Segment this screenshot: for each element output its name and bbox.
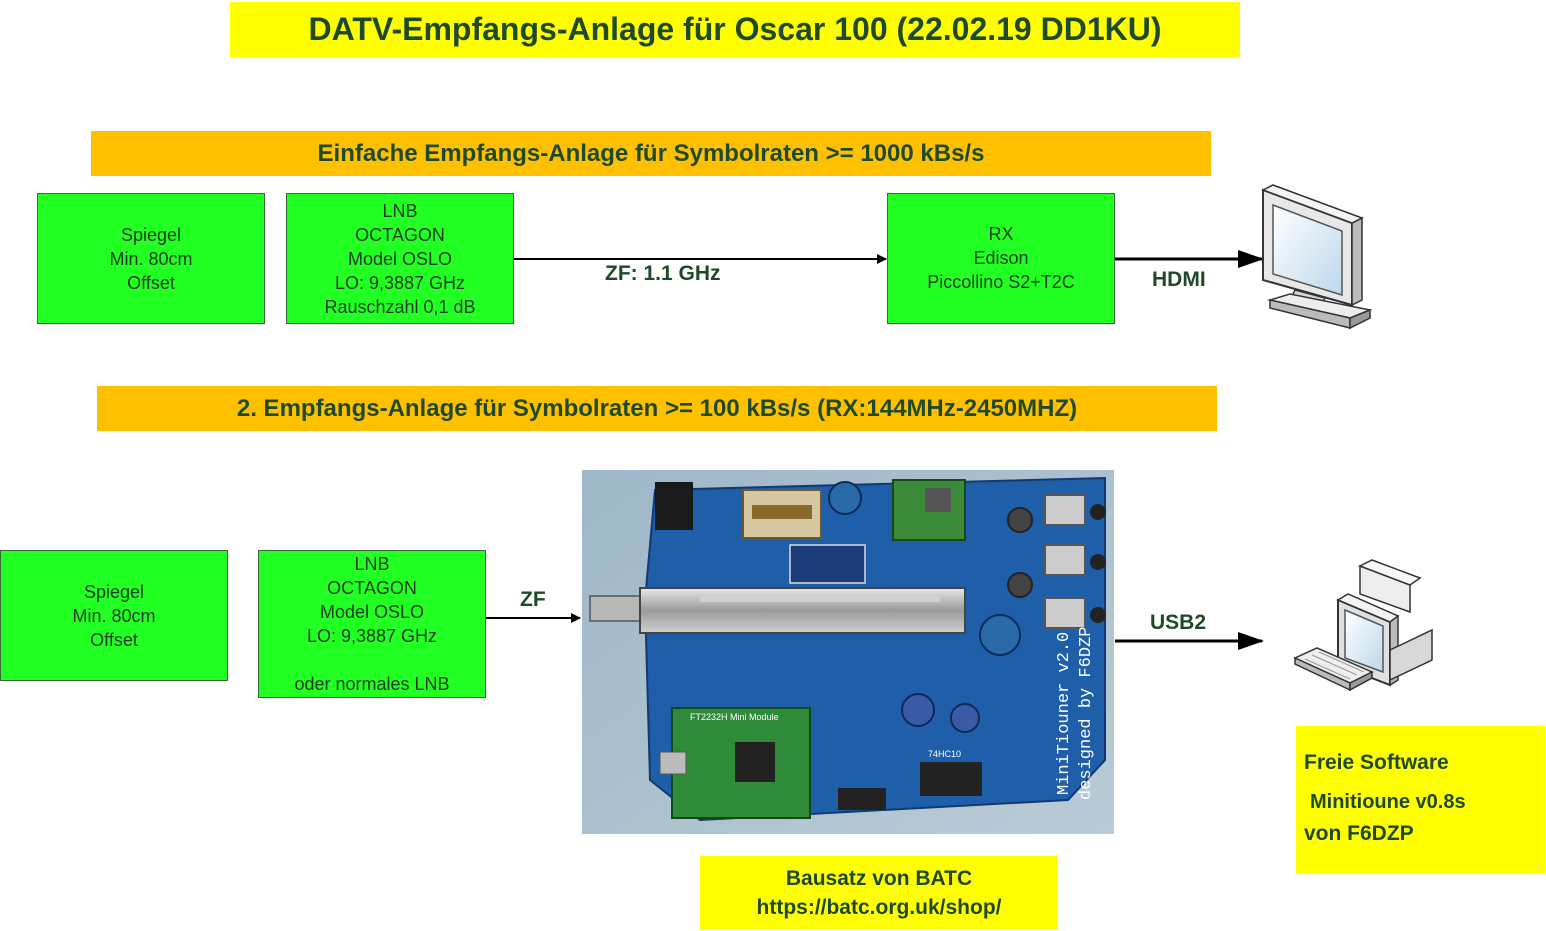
s2-mirror-line: Spiegel [83,581,145,602]
pc-icon [1293,559,1433,692]
software-line: Freie Software [1304,751,1449,774]
software-line: Minitioune v0.8s [1310,791,1466,813]
s1-rx-box: RX Edison Piccollino S2+T2C [887,193,1115,324]
section1-banner: Einfache Empfangs-Anlage für Symbolraten… [91,131,1211,176]
kit-line: Bausatz von BATC [785,867,973,890]
s2-lnb-line: Model OSLO [319,602,425,622]
board-module-label: FT2232H Mini Module [690,712,779,722]
board-silkscreen-designer: designed by F6DZP [1077,627,1096,800]
kit-info-box: Bausatz von BATC https://batc.org.uk/sho… [700,856,1058,930]
s1-lnb-line: LO: 9,3887 GHz [334,272,466,293]
s1-lnb-line: Model OSLO [347,248,453,269]
s2-lnb-line: LNB [354,554,390,574]
s2-usb-label: USB2 [1150,611,1207,634]
s1-mirror-box: Spiegel Min. 80cm Offset [37,193,265,324]
s2-lnb-line: oder normales LNB [294,674,450,694]
software-info-box: Freie Software Minitioune v0.8s von F6DZ… [1296,726,1545,874]
s1-rx-line: Edison [973,248,1029,268]
s1-mirror-line: Min. 80cm [109,248,193,269]
s2-mirror-line: Min. 80cm [72,605,156,626]
s1-hdmi-label: HDMI [1152,268,1206,291]
s1-rx-line: RX [988,224,1014,244]
s2-mirror-line: Offset [90,629,138,650]
s1-lnb-line: LNB [382,200,418,221]
s1-lnb-box: LNB OCTAGON Model OSLO LO: 9,3887 GHz Ra… [286,193,514,324]
kit-url[interactable]: https://batc.org.uk/shop/ [756,896,1002,919]
s1-mirror-line: Spiegel [120,224,182,245]
s2-if-label: ZF [520,588,546,611]
s2-lnb-line: OCTAGON [327,578,417,598]
s2-lnb-box: LNB OCTAGON Model OSLO LO: 9,3887 GHz od… [258,550,486,698]
s1-if-label: ZF: 1.1 GHz [605,262,721,285]
board-ic-label: 74HC10 [928,749,961,759]
s1-mirror-line: Offset [127,272,175,293]
section2-banner: 2. Empfangs-Anlage für Symbolraten >= 10… [97,386,1217,431]
software-line: von F6DZP [1304,822,1414,845]
s1-rx-line: Piccollino S2+T2C [927,272,1075,292]
page-title: DATV-Empfangs-Anlage für Oscar 100 (22.0… [230,2,1240,57]
board-silkscreen-name: MiniTiouner v2.0 [1055,632,1074,795]
minitiouner-board: MiniTiouner v2.0 designed by F6DZP FT223… [582,470,1114,834]
s2-lnb-line: LO: 9,3887 GHz [306,626,438,646]
monitor-icon [1261,184,1373,330]
s1-lnb-line: Rauschzahl 0,1 dB [324,296,476,317]
s2-mirror-box: Spiegel Min. 80cm Offset [0,550,228,681]
s1-lnb-line: OCTAGON [355,224,445,245]
